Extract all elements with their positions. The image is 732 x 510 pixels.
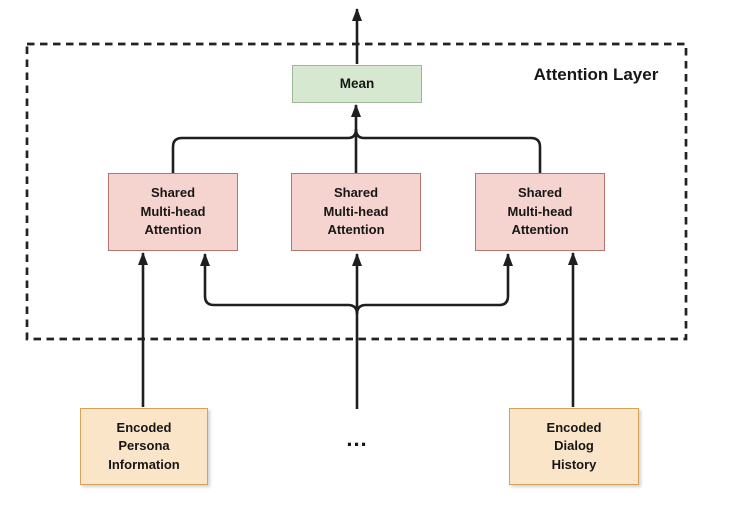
encoded-persona-box: Encoded Persona Information	[80, 408, 208, 485]
mean-box: Mean	[292, 65, 422, 103]
ellipsis-label: ...	[346, 426, 368, 451]
shared-attention-box-2: Shared Multi-head Attention	[291, 173, 421, 251]
line-attention1-to-mean	[171, 128, 358, 174]
arrow-branch-right	[355, 253, 513, 315]
arrow-branch-left	[200, 253, 359, 315]
shared-attention-box-3: Shared Multi-head Attention	[475, 173, 605, 251]
shared-attention-box-1: Shared Multi-head Attention	[108, 173, 238, 251]
encoded-dialog-box: Encoded Dialog History	[509, 408, 639, 485]
attention-layer-label: Attention Layer	[533, 65, 659, 84]
line-attention3-to-mean	[354, 128, 542, 174]
